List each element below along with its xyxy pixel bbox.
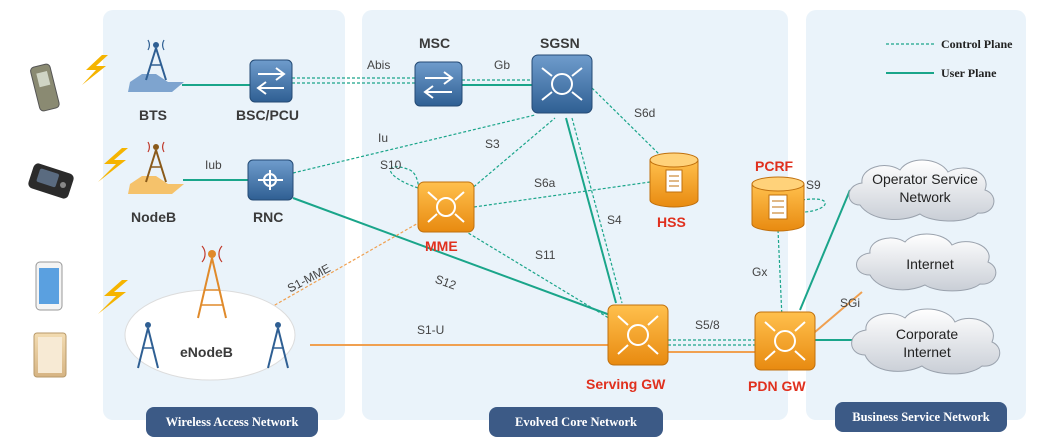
line-mme-sgsn xyxy=(469,117,556,191)
internet-cloud-line1: Internet xyxy=(906,256,954,272)
s9-label: S9 xyxy=(806,178,821,192)
operator-cloud-label: Operator Service Network xyxy=(865,170,985,206)
switch-icon xyxy=(414,61,463,107)
s3-label: S3 xyxy=(485,137,500,151)
tower-icon xyxy=(128,39,184,92)
line-enodeb-mme xyxy=(239,221,421,326)
tablet-icon xyxy=(33,332,67,378)
s10-label: S10 xyxy=(380,158,402,172)
pcrf-label: PCRF xyxy=(755,158,794,174)
smartphone-icon xyxy=(35,261,63,311)
cloud-icon xyxy=(848,159,995,222)
router-icon xyxy=(417,181,475,233)
iu-label: Iu xyxy=(378,131,389,145)
line-sgsn-sgw-ctrl xyxy=(571,117,623,304)
cloud-icon xyxy=(851,308,1001,375)
bts-label: BTS xyxy=(139,107,167,123)
operator-cloud-line1: Operator Service xyxy=(872,171,978,187)
s11-label: S11 xyxy=(535,248,556,262)
internet-cloud-label: Internet xyxy=(875,255,985,273)
rnc-label: RNC xyxy=(253,209,284,225)
corporate-cloud-label: Corporate Internet xyxy=(872,325,982,361)
connections xyxy=(182,77,863,353)
enodeb-label: eNodeB xyxy=(180,344,233,360)
core-region-badge: Evolved Core Network xyxy=(489,407,663,437)
nodeb-label: NodeB xyxy=(131,209,177,225)
tower-icon xyxy=(128,141,184,194)
sgw-label: Serving GW xyxy=(586,376,666,392)
line-pgw-internet xyxy=(814,291,863,333)
database-icon xyxy=(751,176,805,232)
msc-label: MSC xyxy=(419,35,451,51)
pgw-label: PDN GW xyxy=(748,378,806,394)
feature-phone-icon xyxy=(30,63,60,112)
legend-user-label: User Plane xyxy=(941,66,997,80)
s58-label: S5/8 xyxy=(695,318,720,332)
mme-label: MME xyxy=(425,238,458,254)
line-s9-loop xyxy=(801,198,826,213)
s1u-label: S1-U xyxy=(417,323,445,337)
core-region xyxy=(362,10,788,420)
legend-control-label: Control Plane xyxy=(941,37,1013,51)
operator-cloud-line2: Network xyxy=(899,189,951,205)
line-rnc-sgw xyxy=(292,197,611,316)
switch-icon xyxy=(249,59,293,103)
line-sgsn-hss xyxy=(591,87,661,156)
s6a-label: S6a xyxy=(534,176,556,190)
router-icon xyxy=(531,54,593,114)
iub-label: Iub xyxy=(205,158,222,172)
database-icon xyxy=(649,152,699,208)
cloud-icon xyxy=(856,233,997,292)
s4-label: S4 xyxy=(607,213,622,227)
router-icon xyxy=(754,311,816,371)
wireless-region-badge: Wireless Access Network xyxy=(146,407,318,437)
hss-label: HSS xyxy=(657,214,686,230)
tower-icon xyxy=(124,245,296,381)
abis-label: Abis xyxy=(367,58,391,72)
sgi-label: SGi xyxy=(840,296,861,310)
corporate-cloud-line1: Corporate xyxy=(895,326,959,342)
gb-label: Gb xyxy=(494,58,511,72)
router-icon xyxy=(607,304,669,366)
sgsn-label: SGSN xyxy=(540,35,580,51)
line-sgsn-sgw xyxy=(565,117,617,304)
line-pgw-operator xyxy=(799,189,851,311)
bsc-label: BSC/PCU xyxy=(236,107,300,123)
line-rnc-sgsn xyxy=(292,114,536,174)
gx-label: Gx xyxy=(752,265,768,279)
switch-icon xyxy=(247,159,294,201)
corporate-cloud-line2: Internet xyxy=(903,344,951,360)
s6d-label: S6d xyxy=(634,106,656,120)
business-region-badge: Business Service Network xyxy=(835,402,1007,432)
lightning-icon xyxy=(82,55,108,85)
mobile-phone-icon xyxy=(28,163,74,199)
